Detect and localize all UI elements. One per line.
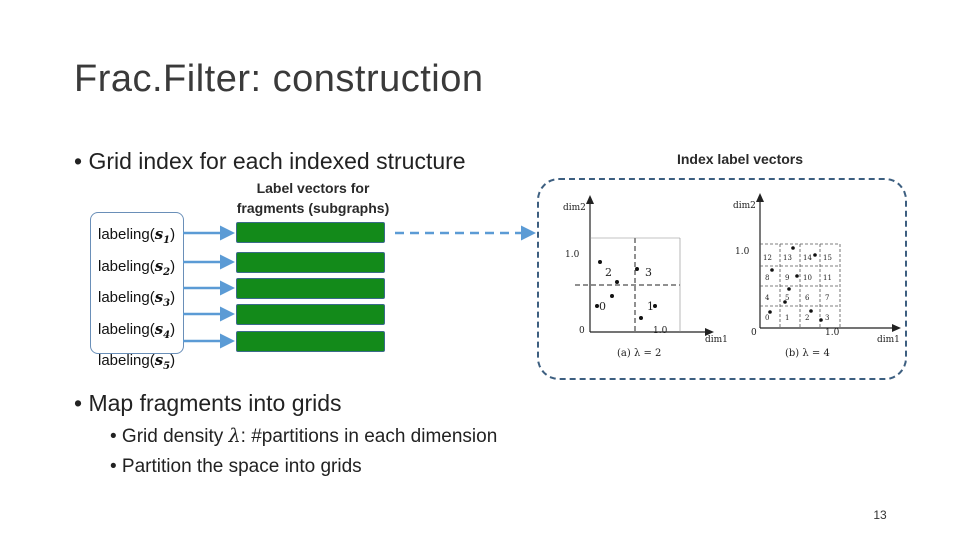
grid-a-origin: 0 bbox=[579, 326, 585, 336]
labeling-item: labeling(s1) bbox=[98, 222, 175, 254]
grid-b-cell-1: 1 bbox=[785, 314, 789, 322]
sub-bullet-partition: • Partition the space into grids bbox=[110, 456, 362, 477]
labeling-item: labeling(s2) bbox=[98, 254, 175, 286]
labeling-term: s3 bbox=[154, 288, 171, 309]
grid-b-cell-14: 14 bbox=[803, 254, 812, 262]
index-label-vectors-caption: Index label vectors bbox=[676, 151, 804, 167]
labeling-suffix: ) bbox=[170, 352, 176, 369]
grid-b-cell-7: 7 bbox=[825, 294, 829, 302]
label-vector-bar-s4 bbox=[236, 304, 385, 325]
grid-b-x-axis-label: dim1 bbox=[877, 335, 900, 345]
labeling-prefix: labeling( bbox=[98, 352, 155, 369]
labeling-suffix: ) bbox=[170, 289, 176, 306]
labeling-prefix: labeling( bbox=[98, 257, 155, 275]
labeling-var: s bbox=[154, 256, 164, 275]
grid-b-figure: dim2 dim1 1.0 1.0 0 0 1 2 3 4 5 6 7 8 9 … bbox=[733, 193, 901, 359]
grid-b-cell-6: 6 bbox=[805, 294, 810, 302]
label-vectors-caption: Label vectors for fragments (subgraphs) bbox=[218, 178, 408, 218]
grid-a-x-tick: 1.0 bbox=[653, 326, 668, 336]
labeling-term: s5 bbox=[154, 351, 171, 372]
page-number: 13 bbox=[873, 508, 887, 522]
grid-b-cell-3: 3 bbox=[825, 314, 829, 322]
labeling-subscript: 1 bbox=[163, 235, 171, 246]
grid-b-y-axis-label: dim2 bbox=[733, 201, 756, 211]
grid-b-cell-12: 12 bbox=[763, 254, 772, 262]
labeling-prefix: labeling( bbox=[98, 226, 155, 243]
labeling-item: labeling(s3) bbox=[98, 285, 175, 317]
labeling-item: labeling(s5) bbox=[98, 348, 175, 380]
grid-b-cell-0: 0 bbox=[765, 314, 769, 322]
labeling-var: s bbox=[154, 351, 164, 369]
labeling-var: s bbox=[154, 319, 164, 338]
labeling-term: s2 bbox=[154, 256, 171, 278]
grid-a-y-axis-label: dim2 bbox=[563, 203, 586, 213]
grid-a-cell-1: 1 bbox=[647, 300, 654, 313]
labeling-item: labeling(s4) bbox=[98, 317, 175, 349]
labeling-suffix: ) bbox=[170, 226, 176, 243]
grid-b-cell-5: 5 bbox=[785, 294, 789, 302]
grid-a-cell-2: 2 bbox=[605, 266, 612, 279]
labeling-suffix: ) bbox=[170, 320, 176, 338]
label-vector-bar-s1 bbox=[236, 222, 385, 243]
labeling-prefix: labeling( bbox=[98, 289, 155, 306]
grid-density-lambda: λ bbox=[228, 425, 241, 447]
grid-density-prefix: • Grid density bbox=[110, 426, 229, 447]
grid-b-caption: (b) λ = 4 bbox=[785, 348, 830, 359]
bullet-grid-index: • Grid index for each indexed structure bbox=[74, 148, 466, 174]
labeling-subscript: 4 bbox=[163, 329, 171, 341]
labeling-group-box bbox=[90, 212, 184, 354]
label-vectors-caption-line2: fragments (subgraphs) bbox=[236, 200, 390, 216]
grid-b-cell-10: 10 bbox=[803, 274, 812, 282]
grid-a-y-tick: 1.0 bbox=[565, 250, 580, 260]
grid-b-cell-4: 4 bbox=[765, 294, 770, 302]
grid-b-cell-8: 8 bbox=[765, 274, 769, 282]
grid-a-cell-0: 0 bbox=[599, 300, 606, 313]
label-vectors-caption-line1: Label vectors for bbox=[256, 180, 370, 196]
grid-b-cell-15: 15 bbox=[823, 254, 832, 262]
grid-a-cell-3: 3 bbox=[645, 266, 652, 279]
grid-density-suffix: : #partitions in each dimension bbox=[240, 426, 498, 447]
labeling-prefix: labeling( bbox=[98, 320, 155, 338]
label-vector-bar-s3 bbox=[236, 278, 385, 299]
labeling-term: s1 bbox=[154, 225, 171, 246]
grid-b-cell-9: 9 bbox=[785, 274, 789, 282]
bullet-map-fragments: • Map fragments into grids bbox=[74, 390, 342, 416]
label-vector-bar-s5 bbox=[236, 331, 385, 352]
label-vector-bar-s2 bbox=[236, 252, 385, 273]
labeling-arrows bbox=[183, 225, 235, 349]
labeling-var: s bbox=[154, 288, 164, 306]
grid-b-y-tick: 1.0 bbox=[735, 247, 750, 257]
sub-bullet-grid-density: • Grid density λ: #partitions in each di… bbox=[110, 425, 497, 448]
grid-b-x-tick: 1.0 bbox=[825, 328, 840, 338]
labeling-var: s bbox=[154, 225, 164, 243]
slide-title: Frac.Filter: construction bbox=[74, 58, 484, 100]
grid-a-x-axis-label: dim1 bbox=[705, 335, 728, 345]
grid-a-figure: dim2 dim1 1.0 1.0 0 0 1 2 3 (a) λ = 2 bbox=[563, 195, 728, 359]
grid-b-origin: 0 bbox=[751, 328, 757, 338]
labeling-list: labeling(s1)labeling(s2)labeling(s3)labe… bbox=[98, 222, 175, 380]
grid-b-cell-13: 13 bbox=[783, 254, 792, 262]
labeling-subscript: 2 bbox=[163, 266, 171, 278]
index-label-vectors-box bbox=[537, 178, 907, 380]
labeling-term: s4 bbox=[154, 319, 171, 341]
grid-b-cell-2: 2 bbox=[805, 314, 809, 322]
labeling-subscript: 3 bbox=[163, 298, 171, 309]
grid-a-caption: (a) λ = 2 bbox=[617, 348, 661, 359]
grid-b-cell-11: 11 bbox=[823, 274, 832, 282]
labeling-suffix: ) bbox=[170, 257, 176, 275]
labeling-subscript: 5 bbox=[163, 361, 171, 372]
